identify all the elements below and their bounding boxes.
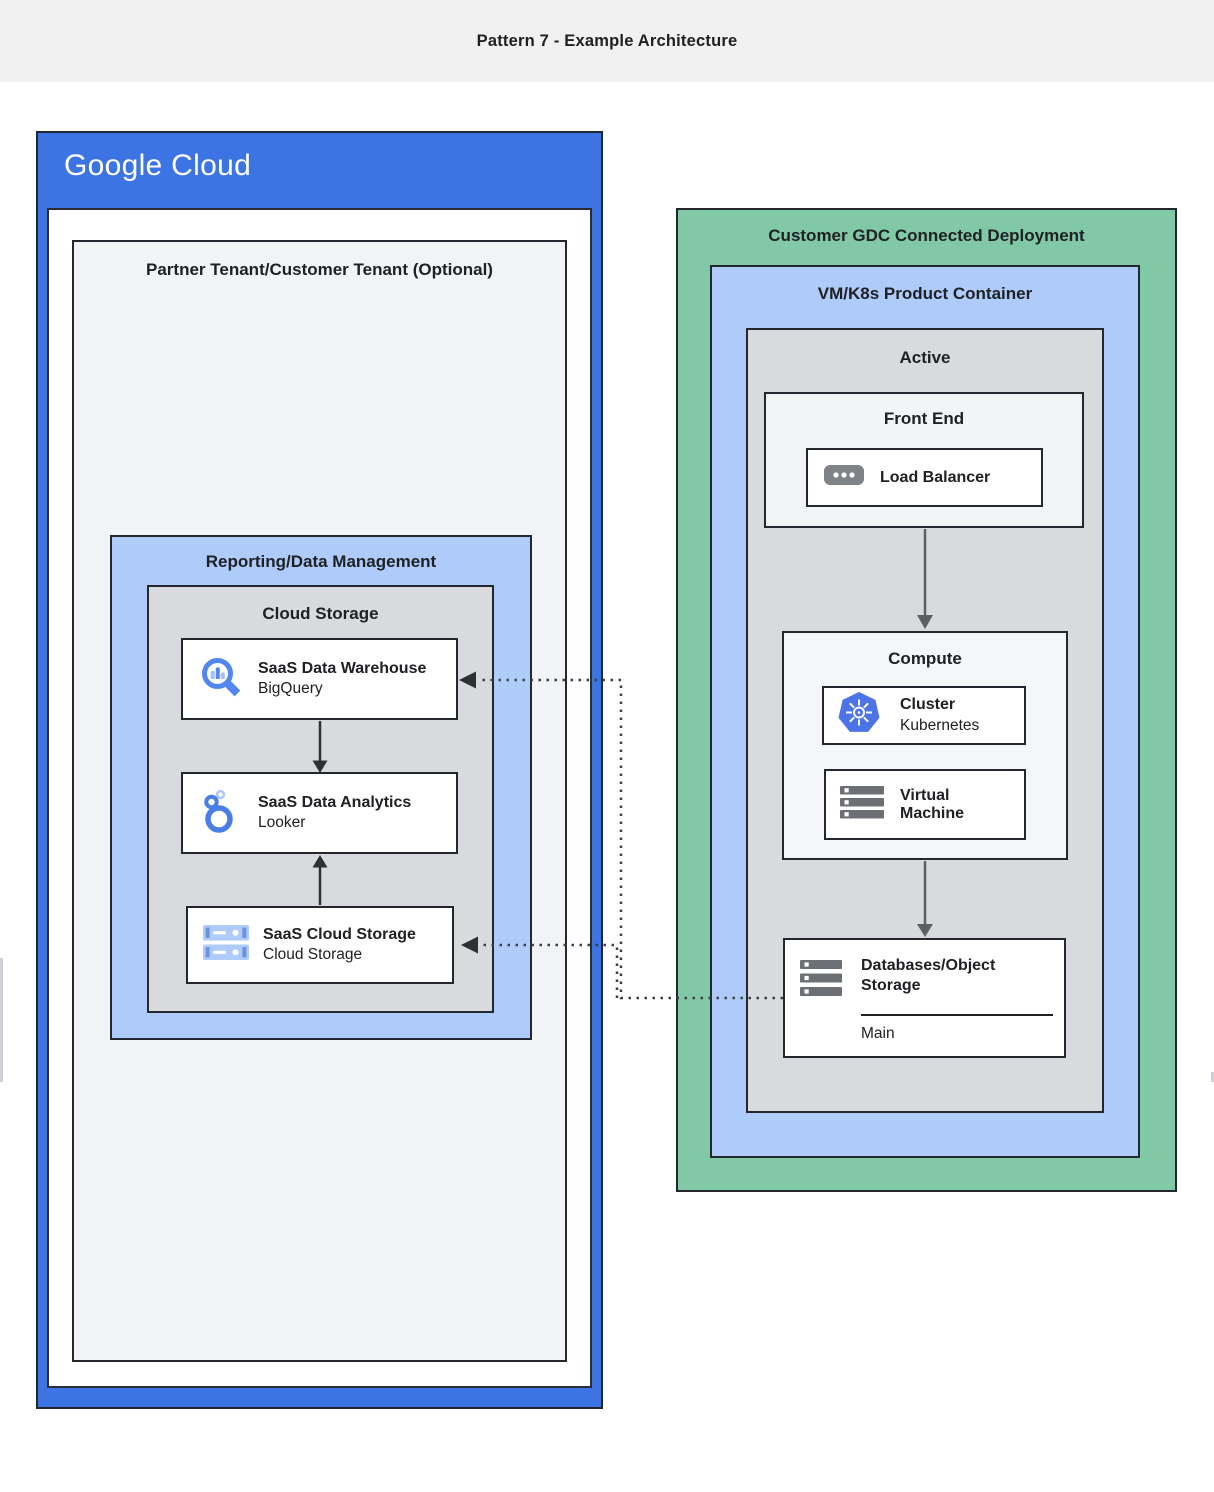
kubernetes-icon (836, 691, 882, 740)
card-title: SaaS Data Warehouse (258, 659, 427, 677)
partner-tenant-title: Partner Tenant/Customer Tenant (Optional… (146, 260, 493, 279)
title-bar: Pattern 7 - Example Architecture (0, 0, 1214, 82)
active-title: Active (899, 348, 951, 367)
gdc-title: Customer GDC Connected Deployment (768, 226, 1085, 245)
cloud-storage-box: Cloud Storage (147, 585, 494, 1013)
load-balancer-icon (824, 465, 864, 490)
compute-box: Compute (782, 631, 1068, 860)
google-cloud-container: Google Cloud Partner Tenant/Customer Ten… (36, 131, 603, 1409)
partner-tenant-box: Partner Tenant/Customer Tenant (Optional… (72, 240, 567, 1362)
compute-title: Compute (888, 649, 962, 668)
card-subtitle: Looker (258, 814, 306, 832)
card-title: Cluster (900, 696, 956, 714)
left-edge-artifact (0, 958, 3, 1082)
bigquery-icon (198, 654, 244, 705)
saas-data-analytics-card: SaaS Data Analytics Looker (181, 772, 458, 854)
load-balancer-label: Load Balancer (880, 468, 991, 486)
saas-data-warehouse-label: SaaS Data Warehouse BigQuery (258, 659, 426, 699)
reporting-data-management-box: Reporting/Data Management Cloud Storage (110, 535, 532, 1040)
databases-object-storage-card: Databases/Object Storage Main (783, 938, 1066, 1058)
card-title: SaaS Cloud Storage (263, 925, 416, 943)
google-cloud-logo: Google Cloud (64, 149, 252, 182)
database-icon (800, 960, 844, 1002)
vm-k8s-title: VM/K8s Product Container (817, 284, 1033, 303)
right-edge-artifact (1211, 1072, 1214, 1082)
virtual-machine-label: Virtual Machine (900, 786, 965, 822)
front-end-title: Front End (883, 409, 965, 428)
looker-icon (198, 788, 244, 839)
diagram-title: Pattern 7 - Example Architecture (476, 31, 738, 50)
virtual-machine-icon (840, 785, 884, 824)
cloud-storage-icon (203, 925, 249, 965)
saas-cloud-storage-label: SaaS Cloud Storage Cloud Storage (263, 925, 416, 965)
databases-divider (861, 1014, 1053, 1016)
card-subtitle: BigQuery (258, 680, 323, 698)
card-subtitle: Cloud Storage (263, 946, 363, 964)
databases-main-label: Main (861, 1025, 895, 1042)
front-end-box: Front End Load Balancer (764, 392, 1084, 528)
saas-cloud-storage-card: SaaS Cloud Storage Cloud Storage (186, 906, 454, 984)
card-title: SaaS Data Analytics (258, 793, 412, 811)
saas-data-warehouse-card: SaaS Data Warehouse BigQuery (181, 638, 458, 720)
card-subtitle: Kubernetes (900, 716, 980, 734)
reporting-title: Reporting/Data Management (205, 552, 437, 571)
customer-gdc-container: Customer GDC Connected Deployment VM/K8s… (676, 208, 1177, 1192)
databases-title: Databases/Object Storage (861, 957, 996, 995)
cluster-card: Cluster Kubernetes (822, 686, 1026, 745)
vm-k8s-product-container: VM/K8s Product Container Active Front En… (710, 265, 1140, 1158)
load-balancer-card: Load Balancer (806, 448, 1043, 507)
cluster-label: Cluster Kubernetes (900, 695, 979, 735)
saas-data-analytics-label: SaaS Data Analytics Looker (258, 793, 411, 833)
google-cloud-inner-panel: Partner Tenant/Customer Tenant (Optional… (47, 208, 592, 1388)
active-box: Active Front End Load Balancer (746, 328, 1104, 1113)
cloud-storage-title: Cloud Storage (262, 604, 379, 623)
virtual-machine-card: Virtual Machine (824, 769, 1026, 840)
